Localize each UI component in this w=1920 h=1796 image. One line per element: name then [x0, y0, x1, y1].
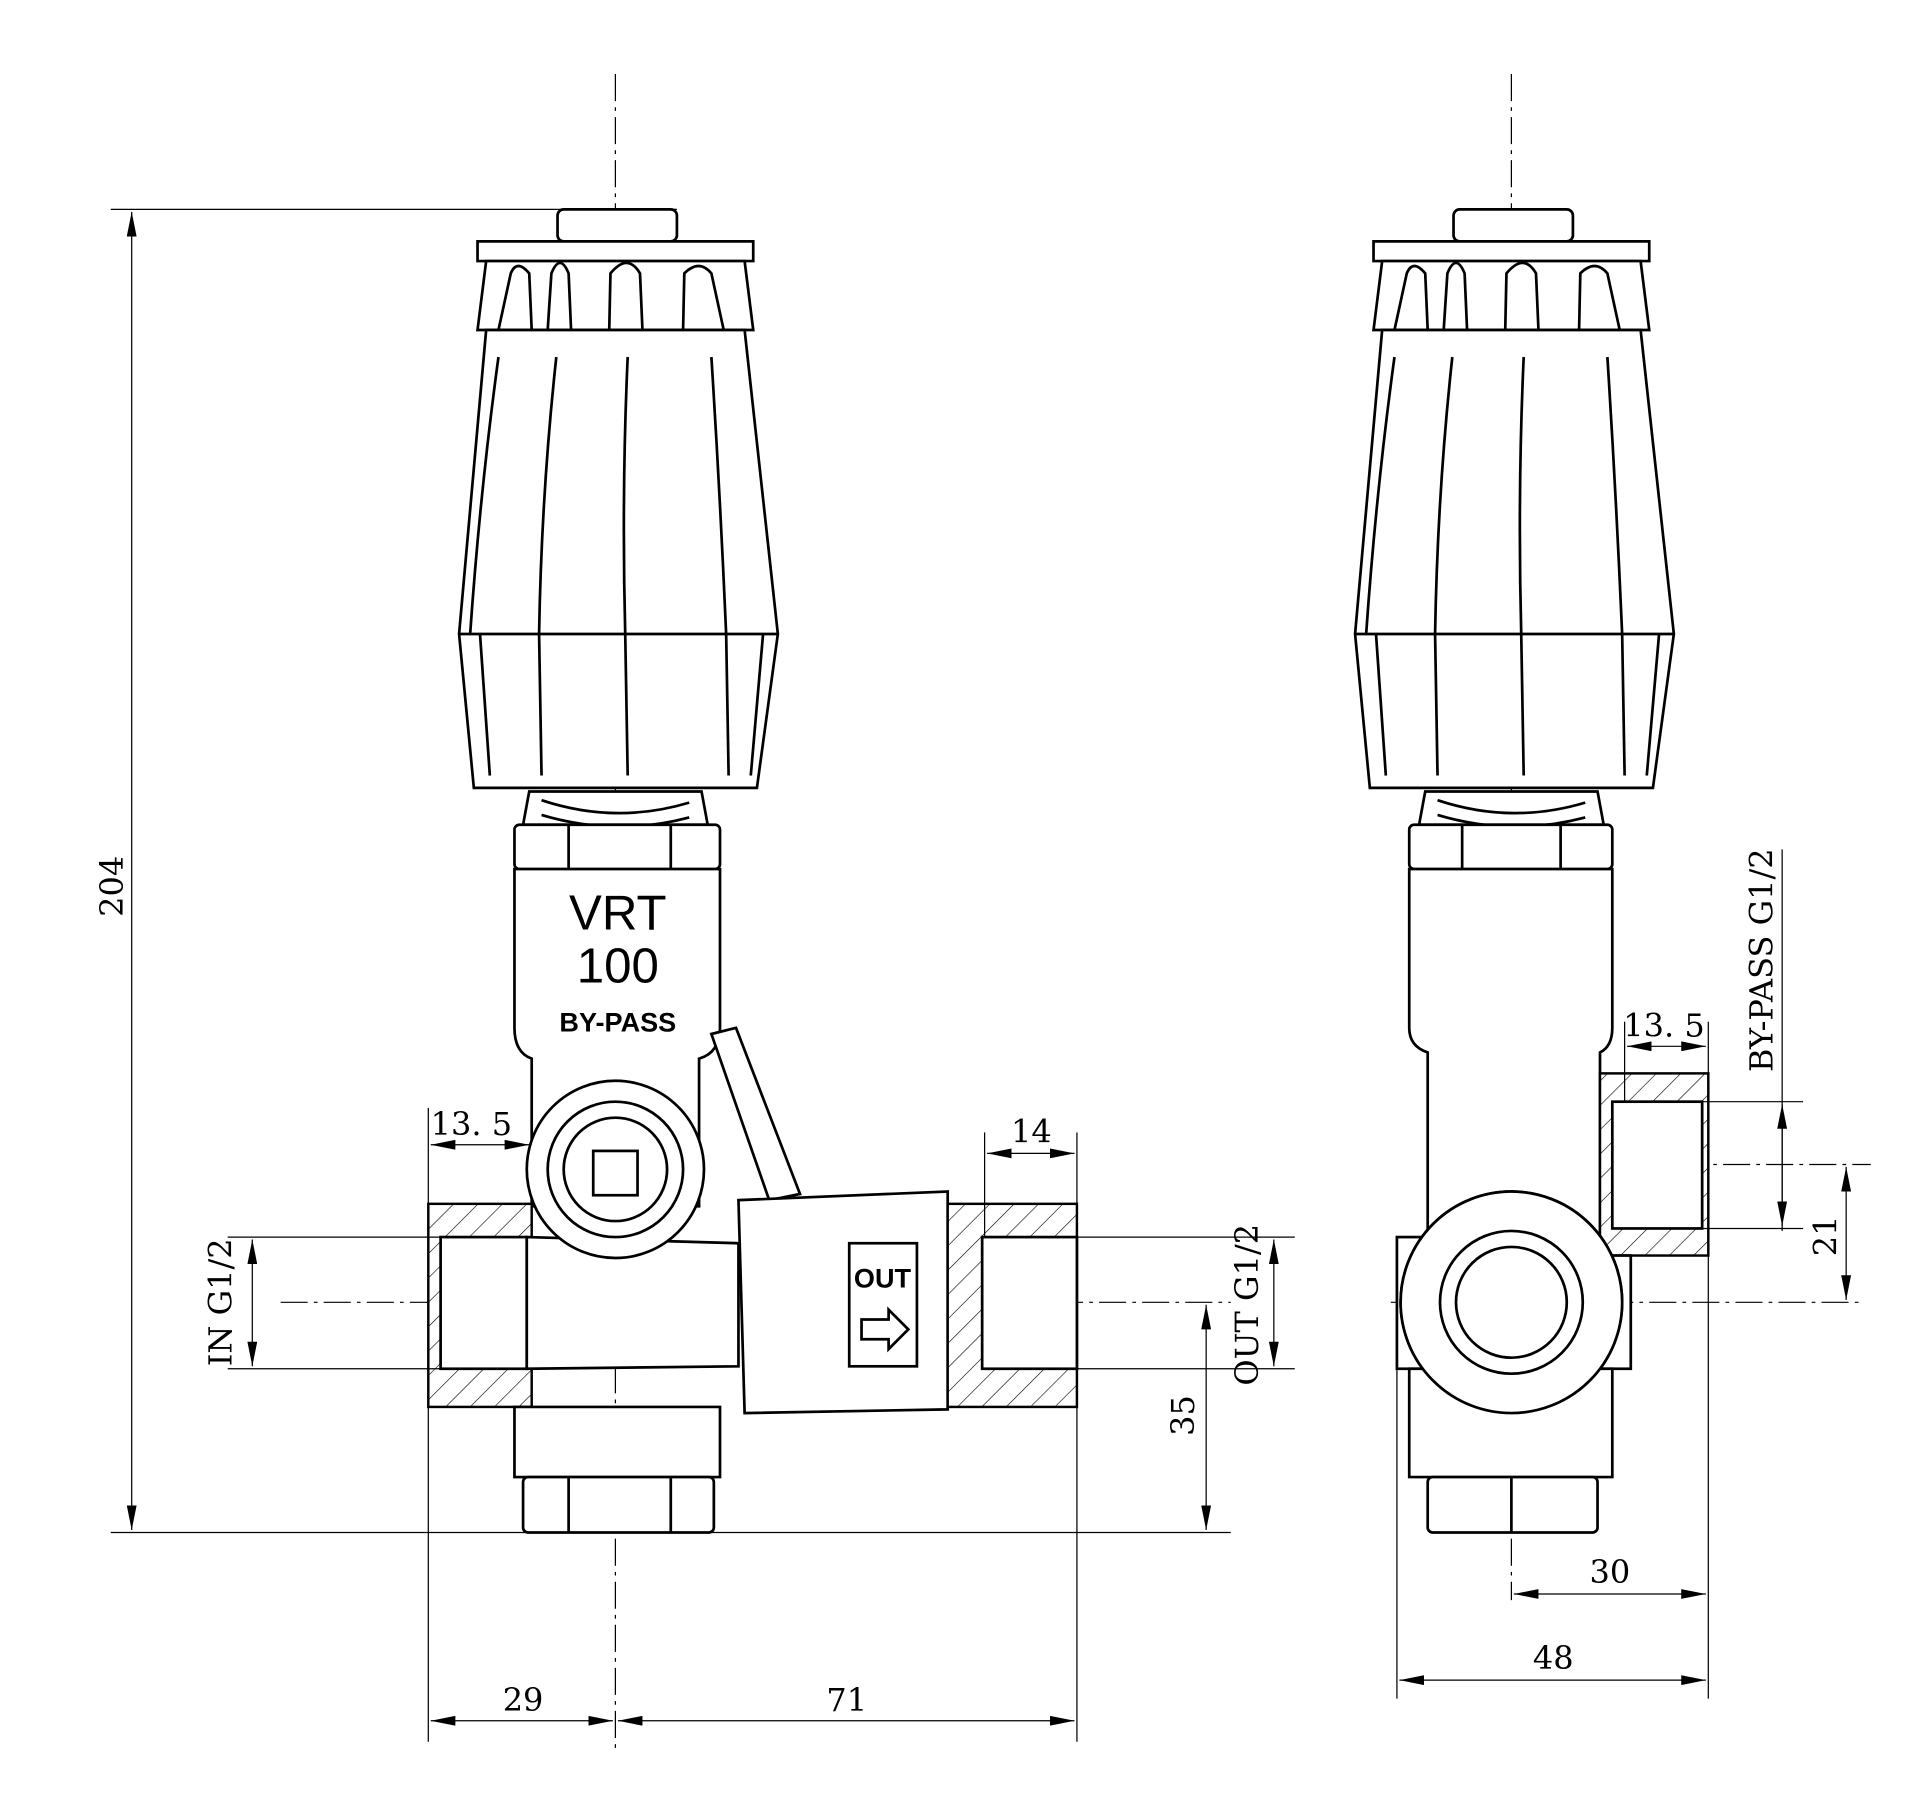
front-hex-nut [513, 823, 722, 871]
dim-overall-width: 48 [1533, 1639, 1574, 1677]
dim-outlet-thread-depth: 14 [1011, 1112, 1052, 1150]
side-valve-body [1407, 867, 1614, 1239]
body-label-100: 100 [577, 938, 659, 993]
dim-axis-height: 35 [1164, 1395, 1202, 1436]
dim-inlet-to-axis: 29 [503, 1681, 544, 1719]
front-adjusting-knob [457, 208, 780, 829]
dim-bypass-thread-depth: 13. 5 [1623, 1006, 1704, 1044]
body-label-bypass: BY-PASS [559, 1007, 676, 1038]
dim-outlet-thread: OUT G1/2 [1228, 1224, 1266, 1386]
outlet-marking: OUT [854, 1263, 912, 1294]
dim-overall-height: 204 [93, 856, 131, 917]
front-view: VRT 100 BY-PASS OUT [427, 208, 1079, 1534]
bypass-arm [709, 1026, 802, 1202]
body-label-vrt: VRT [569, 885, 667, 940]
front-lower-body [513, 1405, 722, 1479]
dim-axis-to-bypass-face: 30 [1589, 1553, 1630, 1591]
dim-axis-to-outlet: 71 [826, 1681, 867, 1719]
dim-bypass-thread: BY-PASS G1/2 [1742, 848, 1780, 1072]
dim-bypass-offset: 21 [1806, 1215, 1844, 1256]
side-adjusting-knob [1353, 208, 1676, 829]
side-view [1353, 208, 1710, 1534]
dimensions: 204 13. 5 14 IN G1/2 OUT G1/2 35 29 71 1… [93, 208, 1852, 1742]
dim-inlet-thread: IN G1/2 [201, 1238, 239, 1366]
flow-arrow-icon [860, 1306, 911, 1353]
front-bottom-plug [521, 1475, 716, 1534]
dim-inlet-thread-depth: 13. 5 [431, 1105, 512, 1143]
